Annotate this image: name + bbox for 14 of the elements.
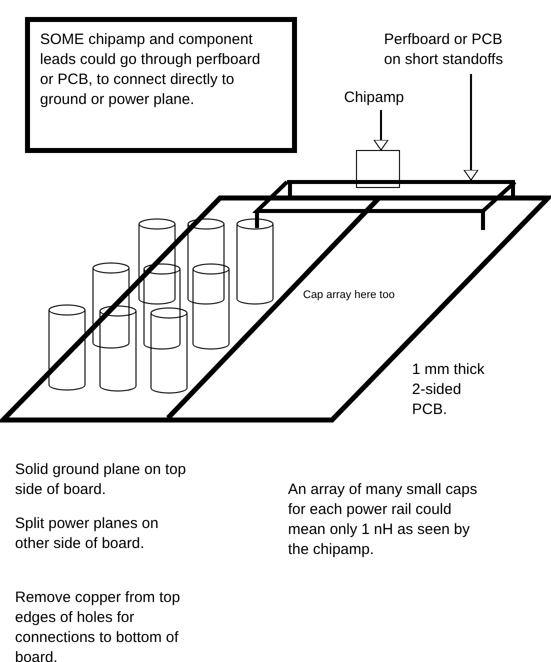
- callout-label: Chipamp: [344, 88, 420, 110]
- note-text: Cap array here too: [303, 288, 396, 302]
- note-text: 1 mm thick 2-sided PCB.: [412, 360, 486, 420]
- note-text: SOME chipamp and component leads could go through perfboard or PCB, to connect directly to ground or power plane.: [40, 30, 262, 110]
- callout-label: Perfboard or PCB on short standoffs: [384, 30, 520, 74]
- note-box: [25, 17, 297, 153]
- note-text: Split power planes on other side of board.: [15, 514, 160, 554]
- perfboard-drawing: [252, 180, 518, 232]
- arrow: [464, 74, 478, 180]
- note-text: An array of many small caps for each power rail could mean only 1 nH as seen by the chipamp.: [288, 480, 478, 560]
- note-text: Solid ground plane on top side of board.: [15, 460, 187, 500]
- chip-box: [356, 150, 400, 188]
- arrow: [374, 110, 388, 150]
- note-text: Remove copper from top edges of holes for connections to bottom of board.: [15, 588, 182, 662]
